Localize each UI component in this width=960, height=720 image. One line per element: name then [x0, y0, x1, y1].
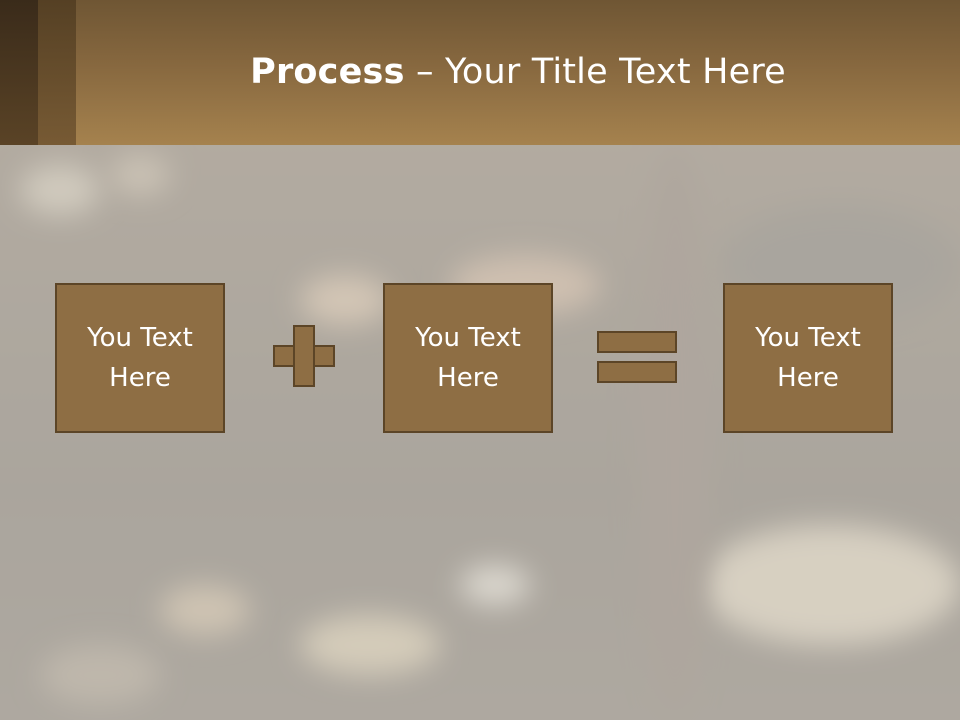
title-rest: – Your Title Text Here [404, 52, 786, 92]
box-1-text: You Text Here [87, 318, 193, 398]
process-box-1[interactable]: You Text Here [55, 283, 225, 433]
box-2-line-1: You Text [415, 323, 521, 353]
process-box-2[interactable]: You Text Here [383, 283, 553, 433]
box-3-line-1: You Text [755, 323, 861, 353]
box-1-line-1: You Text [87, 323, 193, 353]
process-box-3[interactable]: You Text Here [723, 283, 893, 433]
header-bar: Process – Your Title Text Here [0, 0, 960, 145]
box-3-text: You Text Here [755, 318, 861, 398]
equals-icon [597, 331, 677, 383]
header-accent-dark [0, 0, 38, 145]
box-2-text: You Text Here [415, 318, 521, 398]
slide-title: Process – Your Title Text Here [76, 52, 960, 92]
box-2-line-2: Here [437, 363, 499, 393]
box-1-line-2: Here [109, 363, 171, 393]
plus-icon [273, 325, 335, 387]
box-3-line-2: Here [777, 363, 839, 393]
header-accent-mid [38, 0, 76, 145]
title-bold: Process [250, 52, 405, 92]
